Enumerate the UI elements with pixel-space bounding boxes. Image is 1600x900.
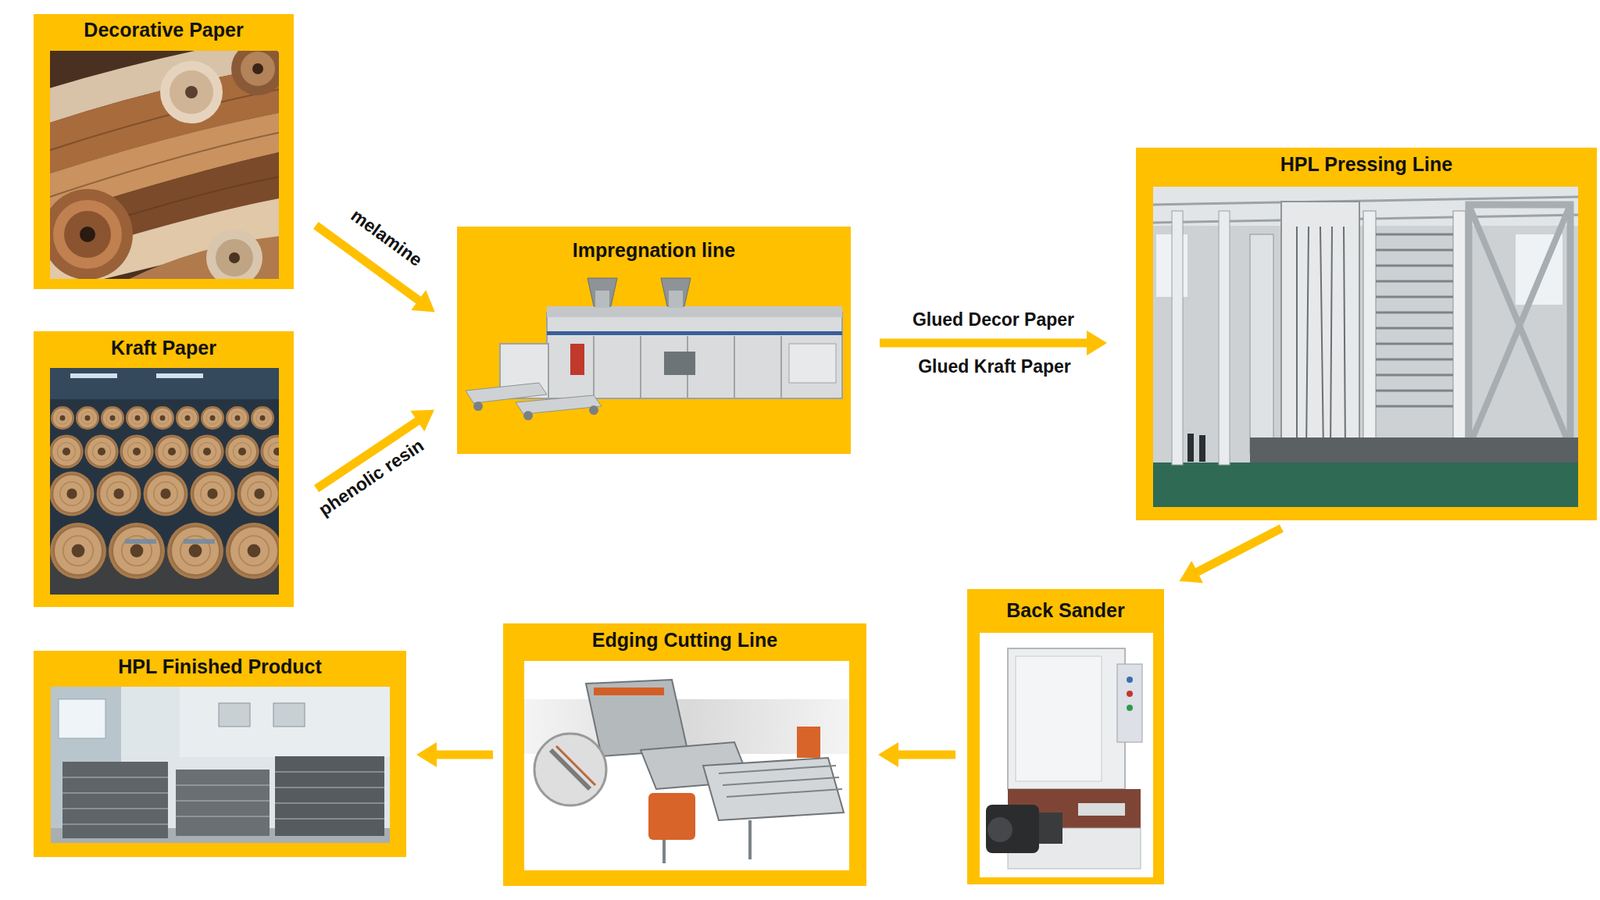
flow-label: melamine xyxy=(346,203,426,271)
process-box: Back Sander xyxy=(967,589,1165,885)
flow-arrow xyxy=(416,742,493,768)
flow-arrow xyxy=(879,330,1108,356)
process-box: Impregnation line xyxy=(457,226,851,454)
process-box: HPL Finished Product xyxy=(33,650,407,858)
arrow-head xyxy=(878,742,899,768)
flow-arrow xyxy=(316,410,435,490)
box-heading: Back Sander xyxy=(967,598,1165,622)
process-box: Decorative Paper xyxy=(33,14,294,290)
arrow-shaft xyxy=(895,750,956,760)
flow-label: Glued Kraft Paper xyxy=(917,355,1072,378)
arrow-shaft xyxy=(879,338,1090,347)
flow-label: phenolic resin xyxy=(314,434,428,521)
kraft-paper-photo xyxy=(50,367,279,595)
flow-label: Glued Decor Paper xyxy=(912,308,1075,331)
press-line-photo xyxy=(1153,186,1579,508)
process-box: HPL Pressing Line xyxy=(1135,147,1597,521)
finished-product-photo xyxy=(50,686,390,843)
arrow-head xyxy=(416,742,437,768)
arrow-shaft xyxy=(316,419,421,490)
arrow-head xyxy=(410,289,435,312)
back-sander-photo xyxy=(979,632,1154,878)
arrow-shaft xyxy=(433,750,493,760)
process-box: Kraft Paper xyxy=(33,331,294,608)
process-box: Edging Cutting Line xyxy=(503,623,867,886)
arrow-shaft xyxy=(315,225,422,303)
arrow-shaft xyxy=(1194,528,1282,574)
flow-arrow xyxy=(315,225,435,313)
box-heading: HPL Finished Product xyxy=(33,654,407,679)
arrow-head xyxy=(1179,560,1204,583)
impregnation-machine xyxy=(465,278,843,421)
box-heading: Kraft Paper xyxy=(33,335,294,360)
box-heading: Decorative Paper xyxy=(33,17,294,42)
decor-paper-photo xyxy=(50,50,279,279)
arrow-head xyxy=(1086,330,1108,356)
box-heading: Edging Cutting Line xyxy=(503,628,867,652)
edging-line-photo xyxy=(524,660,850,871)
box-heading: HPL Pressing Line xyxy=(1135,152,1597,176)
flow-arrow xyxy=(1179,528,1283,583)
flow-arrow xyxy=(878,742,956,768)
box-heading: Impregnation line xyxy=(457,238,851,262)
arrow-head xyxy=(410,410,435,433)
